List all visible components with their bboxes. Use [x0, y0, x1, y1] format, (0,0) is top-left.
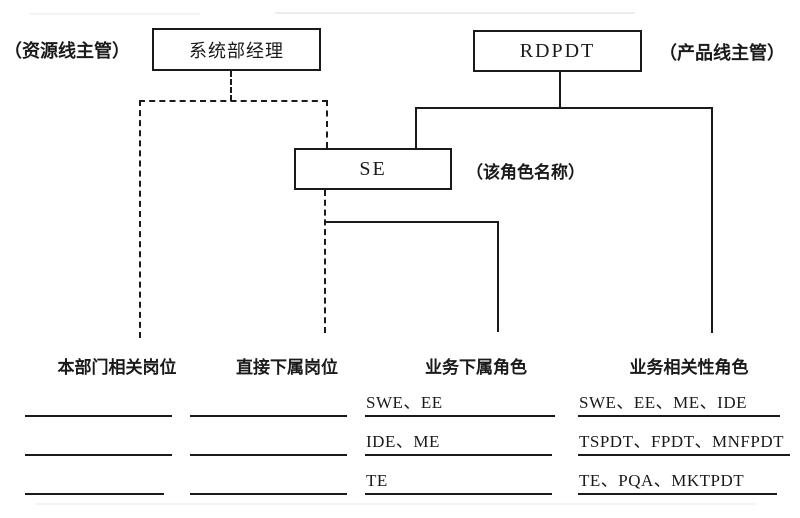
connector-dashed-se-bottom-drop	[324, 190, 326, 333]
connector-se-elbow-drop	[497, 221, 499, 332]
scan-artifact-bottom	[35, 503, 755, 505]
node-rdpdt-label: RDPDT	[519, 39, 596, 62]
node-se-label: SE	[359, 157, 387, 180]
scan-artifact-top-left	[30, 13, 200, 15]
annotation-role-name: （该角色名称）	[466, 163, 585, 182]
annotation-resource-line-supervisor: （资源线主管）	[4, 41, 130, 61]
connector-dashed-left-drop	[139, 100, 141, 338]
blank-field	[25, 471, 164, 495]
connector-rdpdt-down	[559, 72, 561, 109]
node-system-dept-manager-label: 系统部经理	[189, 40, 284, 61]
blank-field	[190, 393, 347, 417]
role-cell: IDE、ME	[365, 432, 552, 456]
role-cell: TE	[365, 471, 552, 495]
connector-dashed-to-se-top	[326, 100, 328, 148]
scan-artifact-top	[275, 12, 635, 14]
node-se: SE	[294, 148, 452, 190]
column-header-related-posts: 本部门相关岗位	[57, 358, 177, 377]
blank-field	[25, 393, 172, 417]
connector-solid-bus	[415, 107, 713, 109]
column-header-direct-subordinate-posts: 直接下属岗位	[236, 358, 338, 377]
role-cell: TE、PQA、MKTPDT	[578, 471, 777, 495]
node-system-dept-manager: 系统部经理	[152, 28, 321, 71]
connector-se-elbow-horizontal	[326, 221, 499, 223]
column-header-business-subordinate-roles: 业务下属角色	[425, 358, 527, 377]
node-rdpdt: RDPDT	[473, 30, 642, 72]
connector-manager-down-dashed	[230, 71, 232, 101]
connector-bus-right-drop	[711, 107, 713, 333]
blank-field	[25, 432, 172, 456]
annotation-product-line-supervisor: （产品线主管）	[659, 43, 785, 63]
column-header-business-related-roles: 业务相关性角色	[629, 358, 749, 377]
blank-field	[190, 432, 347, 456]
role-cell: SWE、EE	[365, 393, 555, 417]
blank-field	[190, 471, 347, 495]
connector-dashed-bus	[139, 100, 328, 102]
role-cell: SWE、EE、ME、IDE	[578, 393, 780, 417]
connector-bus-to-se	[415, 107, 417, 149]
role-cell: TSPDT、FPDT、MNFPDT	[578, 432, 790, 456]
